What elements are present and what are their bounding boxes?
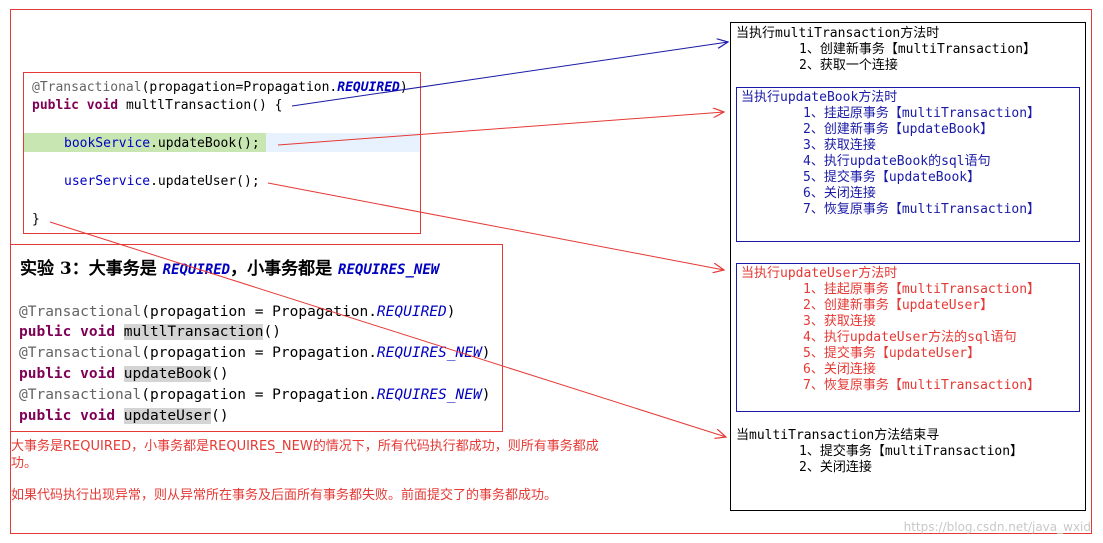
note-exception: 如果代码执行出现异常，则从异常所在事务及后面所有事务都失败。前面提交了的事务都成…	[11, 488, 558, 503]
book-call-method: .updateBook();	[150, 136, 260, 151]
kw-void: void	[86, 98, 119, 113]
update-book-step: 4、执行updateBook的sql语句	[803, 154, 991, 169]
experiment-title: 实验 3：大事务是 REQUIRED，小事务都是 REQUIRES_NEW	[20, 254, 439, 279]
code-line-close: }	[32, 212, 40, 227]
exp-mid: (propagation = Propagation.	[141, 387, 377, 403]
exp-method-name: multlTransaction	[123, 324, 264, 340]
multi-start-step: 2、获取一个连接	[799, 58, 898, 73]
multi-end-step: 2、关闭连接	[799, 460, 872, 475]
code-highlight-green	[24, 133, 266, 152]
exp-annotation: @Transactional	[19, 304, 142, 320]
exp-kw-public: public	[19, 324, 72, 340]
exp-kw-void: void	[80, 324, 116, 340]
exp-method-name: updateUser	[123, 408, 212, 424]
exp-kw-void: void	[80, 408, 116, 424]
update-user-step: 5、提交事务【updateUser】	[803, 346, 981, 361]
exp-end: )	[481, 387, 491, 403]
update-book-step: 6、关闭连接	[803, 186, 876, 201]
exp-end: )	[446, 304, 456, 320]
title-const-required: REQUIRED	[162, 262, 231, 278]
exp-mid: (propagation = Propagation.	[141, 345, 377, 361]
exp-line-5: @Transactional(propagation = Propagation…	[19, 385, 490, 405]
kw-public: public	[32, 98, 79, 113]
user-service-field: userService	[64, 174, 151, 189]
multi-end-title: 当multiTransaction方法结束寻	[736, 428, 940, 443]
exp-const: REQUIRED	[376, 304, 447, 320]
exp-const: REQUIRES_NEW	[376, 345, 482, 361]
experiment-box: 实验 3：大事务是 REQUIRED，小事务都是 REQUIRES_NEW @T…	[10, 244, 503, 432]
exp-line-2: public void multlTransaction()	[19, 322, 281, 342]
propagation-suffix: )	[399, 80, 408, 95]
watermark: https://blog.csdn.net/java_wxid	[903, 520, 1091, 534]
exp-kw-public: public	[19, 408, 72, 424]
update-user-step: 3、获取连接	[803, 314, 876, 329]
exp-method-name: updateBook	[123, 366, 212, 382]
code-line-method: public void multlTransaction() {	[32, 97, 282, 115]
code-line-user: userService.updateUser();	[64, 173, 260, 191]
multi-start-step: 1、创建新事务【multiTransaction】	[799, 42, 1037, 57]
propagation-prefix: (propagation=Propagation.	[141, 80, 338, 95]
exp-line-6: public void updateUser()	[19, 406, 229, 426]
exp-line-3: @Transactional(propagation = Propagation…	[19, 343, 490, 363]
update-user-box: 当执行updateUser方法时 1、挂起原事务【multiTransactio…	[736, 263, 1080, 412]
update-user-title: 当执行updateUser方法时	[741, 266, 898, 281]
exp-paren: ()	[211, 408, 229, 424]
exp-paren: ()	[263, 324, 281, 340]
annotation-text: @Transactional	[32, 80, 142, 95]
book-service-field: bookService	[64, 136, 151, 151]
exp-kw-public: public	[19, 366, 72, 382]
multi-end-step: 1、提交事务【multiTransaction】	[799, 444, 1024, 459]
update-user-step: 4、执行updateUser方法的sql语句	[803, 330, 1017, 345]
update-user-step: 6、关闭连接	[803, 362, 876, 377]
update-book-step: 1、挂起原事务【multiTransaction】	[803, 106, 1041, 121]
update-book-step: 7、恢复原事务【multiTransaction】	[803, 202, 1041, 217]
exp-mid: (propagation = Propagation.	[141, 304, 377, 320]
exp-kw-void: void	[80, 366, 116, 382]
user-call-method: .updateUser();	[150, 174, 260, 189]
note-success: 大事务是REQUIRED，小事务都是REQUIRES_NEW的情况下，所有代码执…	[11, 439, 599, 471]
update-book-title: 当执行updateBook方法时	[741, 90, 898, 105]
multi-start-title: 当执行multiTransaction方法时	[736, 26, 940, 41]
code-snippet-box: @Transactional(propagation=Propagation.R…	[23, 72, 421, 234]
exp-const: REQUIRES_NEW	[376, 387, 482, 403]
update-book-step: 2、创建新事务【updateBook】	[803, 122, 994, 137]
exp-end: )	[481, 345, 491, 361]
method-signature: multlTransaction() {	[125, 98, 283, 113]
update-user-step: 2、创建新事务【updateUser】	[803, 298, 994, 313]
title-mid: ，小事务都是	[230, 259, 339, 279]
title-const-requires-new: REQUIRES_NEW	[338, 262, 440, 278]
title-prefix: 实验 3：大事务是	[20, 259, 163, 279]
update-book-box: 当执行updateBook方法时 1、挂起原事务【multiTransactio…	[736, 87, 1080, 242]
update-book-step: 3、获取连接	[803, 138, 876, 153]
code-line-annotation: @Transactional(propagation=Propagation.R…	[32, 79, 408, 97]
propagation-const: REQUIRED	[337, 80, 400, 95]
exp-annotation: @Transactional	[19, 345, 142, 361]
exp-line-4: public void updateBook()	[19, 364, 229, 384]
execution-steps-panel: 当执行multiTransaction方法时 1、创建新事务【multiTran…	[730, 22, 1086, 511]
code-line-book: bookService.updateBook();	[64, 135, 260, 153]
exp-paren: ()	[211, 366, 229, 382]
exp-line-1: @Transactional(propagation = Propagation…	[19, 302, 456, 322]
exp-annotation: @Transactional	[19, 387, 142, 403]
update-book-step: 5、提交事务【updateBook】	[803, 170, 981, 185]
update-user-step: 7、恢复原事务【multiTransaction】	[803, 378, 1041, 393]
update-user-step: 1、挂起原事务【multiTransaction】	[803, 282, 1041, 297]
